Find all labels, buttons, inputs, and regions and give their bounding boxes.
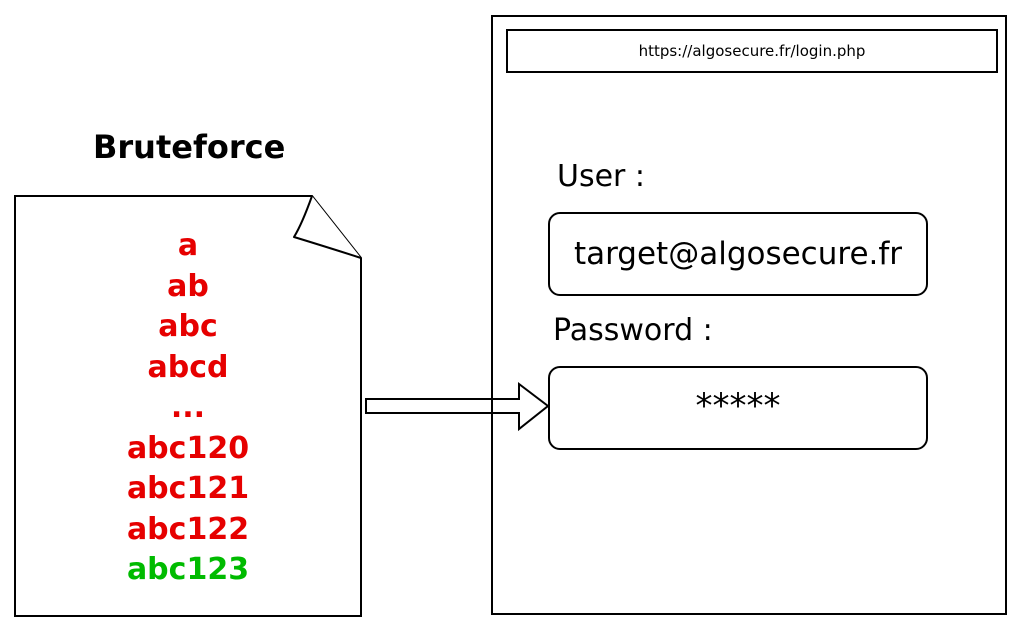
password-label: Password : <box>553 313 713 348</box>
wordlist-item: a <box>177 228 199 263</box>
wordlist-item-success: abc123 <box>126 552 250 587</box>
user-input[interactable]: target@algosecure.fr <box>548 212 928 296</box>
wordlist-item: abcd <box>147 349 229 385</box>
wordlist-document <box>14 195 362 617</box>
wordlist-item: ... <box>170 390 206 425</box>
wordlist-item: abc120 <box>126 430 250 466</box>
user-label: User : <box>557 159 646 194</box>
wordlist-item: ab <box>167 268 209 304</box>
browser-window: https://algosecure.fr/login.php User : t… <box>491 15 1007 615</box>
password-wordlist: a ab abc abcd ... abc120 abc121 abc122 a… <box>16 226 360 591</box>
url-bar[interactable]: https://algosecure.fr/login.php <box>506 29 998 73</box>
password-input[interactable]: ***** <box>548 366 928 450</box>
document-fold-icon <box>293 195 362 259</box>
arrow-icon <box>365 381 550 432</box>
bruteforce-title: Bruteforce <box>93 128 286 166</box>
wordlist-item: abc <box>158 309 218 344</box>
wordlist-item: abc121 <box>126 471 250 506</box>
wordlist-item: abc122 <box>126 511 250 547</box>
